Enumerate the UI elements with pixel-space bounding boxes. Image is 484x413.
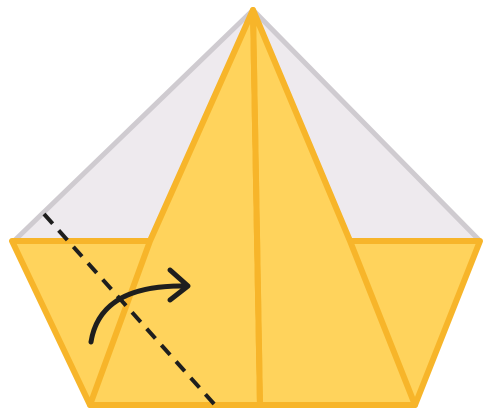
origami-diagram <box>0 0 484 413</box>
origami-boat-illustration <box>0 0 484 413</box>
